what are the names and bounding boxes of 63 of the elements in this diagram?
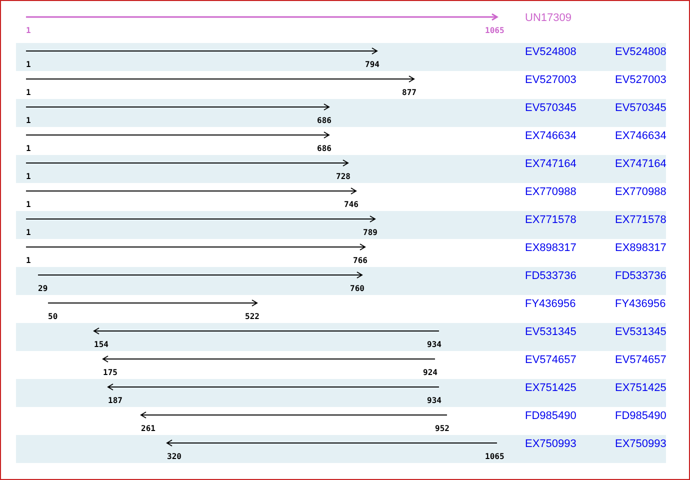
position-number: 934 (427, 396, 442, 406)
position-number: 50 (48, 312, 58, 322)
position-number: 789 (363, 228, 378, 238)
sequence-id: EV570345 (525, 102, 576, 115)
sequence-id: EX751425 (615, 382, 666, 395)
position-number: 934 (427, 340, 442, 350)
sequence-id: EX898317 (525, 242, 576, 255)
sequence-id: EX747164 (525, 158, 576, 171)
position-number: 728 (336, 172, 350, 182)
sequence-id: EX770988 (615, 186, 666, 199)
position-number: 187 (108, 396, 122, 406)
position-number: 1 (26, 172, 31, 182)
sequence-id: EX750993 (615, 438, 666, 451)
position-number: 877 (402, 88, 416, 98)
sequence-id: EV531345 (525, 326, 576, 339)
position-number: 522 (245, 312, 260, 322)
sequence-id: EX751425 (525, 382, 576, 395)
position-number: 1 (26, 88, 31, 98)
position-number: 686 (317, 116, 332, 126)
position-number: 261 (141, 424, 156, 434)
position-number: 746 (344, 200, 358, 210)
sequence-id: EX747164 (615, 158, 666, 171)
position-number: 952 (435, 424, 450, 434)
sequence-id: UN17309 (525, 12, 572, 25)
sequence-id: EX750993 (525, 438, 576, 451)
sequence-id: FD985490 (525, 410, 576, 423)
position-number: 686 (317, 144, 332, 154)
position-number: 320 (167, 452, 182, 462)
sequence-id: FD533736 (615, 270, 666, 283)
position-number: 924 (423, 368, 438, 378)
sequence-id: EX771578 (615, 214, 666, 227)
position-number: 1 (26, 60, 31, 70)
position-number: 1 (26, 256, 31, 266)
sequence-id: EX746634 (525, 130, 576, 143)
position-number: 29 (38, 284, 48, 294)
sequence-id: EV524808 (615, 46, 666, 59)
sequence-id: EV527003 (615, 74, 666, 87)
sequence-id: EV531345 (615, 326, 666, 339)
position-number: 1 (26, 116, 31, 126)
sequence-id: FD533736 (525, 270, 576, 283)
sequence-id: FD985490 (615, 410, 666, 423)
position-number: 154 (94, 340, 108, 350)
sequence-id: EV527003 (525, 74, 576, 87)
sequence-id: EV574657 (615, 354, 666, 367)
sequence-id: EX771578 (525, 214, 576, 227)
sequence-id: EX746634 (615, 130, 666, 143)
sequence-id: EX770988 (525, 186, 576, 199)
position-number: 760 (350, 284, 364, 294)
position-number: 1065 (485, 452, 504, 462)
position-number: 1 (26, 144, 31, 154)
position-number: 1 (26, 228, 31, 238)
sequence-id: EV574657 (525, 354, 576, 367)
position-number: 1 (26, 26, 31, 36)
position-number: 794 (365, 60, 380, 70)
sequence-id: EV570345 (615, 102, 666, 115)
position-number: 766 (353, 256, 368, 266)
sequence-id: EX898317 (615, 242, 666, 255)
sequence-id: FY436956 (525, 298, 576, 311)
position-number: 1065 (485, 26, 504, 36)
position-number: 175 (103, 368, 118, 378)
sequence-id: EV524808 (525, 46, 576, 59)
position-number: 1 (26, 200, 31, 210)
sequence-id: FY436956 (615, 298, 666, 311)
